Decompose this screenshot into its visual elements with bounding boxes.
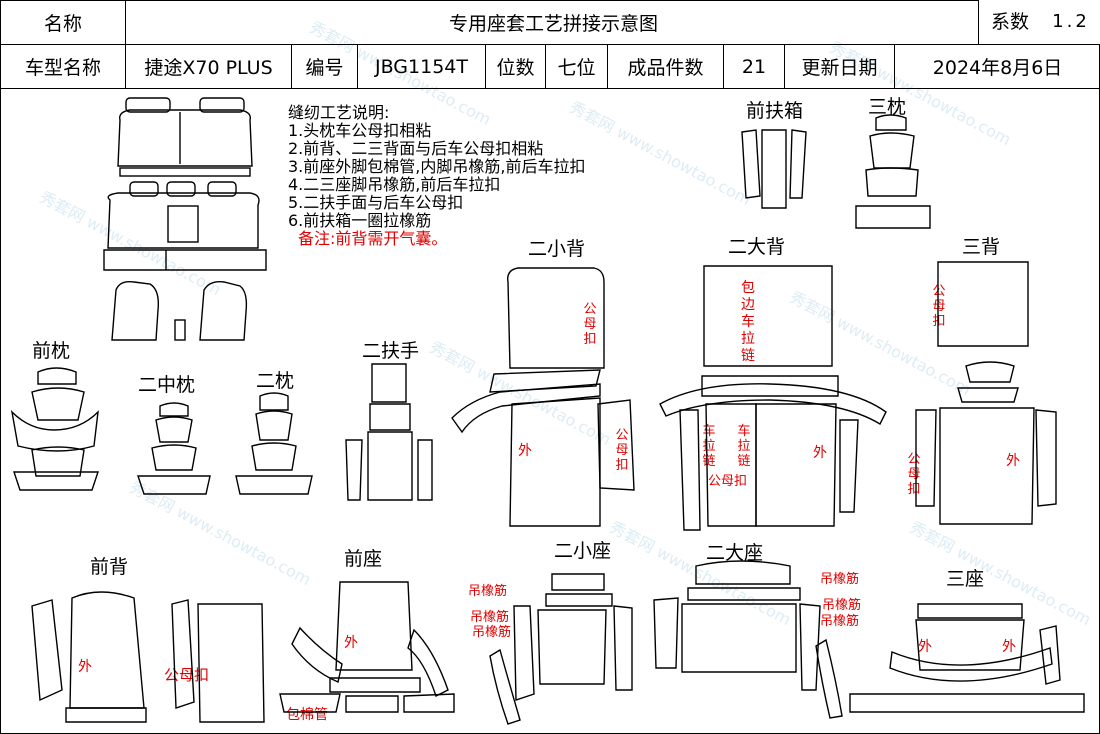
- note-elastic: 吊橡筋: [470, 610, 510, 625]
- label-third-seat: 三座: [946, 568, 985, 590]
- date-value: 2024年8月6日: [893, 44, 1100, 89]
- sewing-notes: 缝纫工艺说明: 1.头枕车公母扣相粘 2.前背、二三背面与后车公母扣相粘 3.前…: [288, 104, 585, 248]
- label-front-headrest: 前枕: [32, 340, 71, 362]
- label-second-big-seat: 二大座: [706, 542, 764, 564]
- notes-title: 缝纫工艺说明:: [288, 103, 390, 122]
- note-item: 1.头枕车公母扣相粘: [288, 121, 432, 140]
- pieces-value: 21: [723, 44, 785, 89]
- note-outer: 外: [813, 445, 827, 461]
- front-headrest-pieces: [10, 367, 99, 491]
- note-elastic: 吊橡筋: [820, 572, 860, 587]
- second-big-seat-pieces: [653, 560, 843, 719]
- note-item: 6.前扶箱一圈拉橡筋: [288, 211, 432, 230]
- note-elastic: 吊橡筋: [820, 614, 860, 629]
- seat-layout-overview: [103, 97, 267, 341]
- note-item: 4.二三座脚吊橡筋,前后车拉扣: [288, 175, 501, 194]
- model-label: 车型名称: [0, 44, 126, 89]
- notes-remark: 备注:前背需开气囊。: [298, 229, 448, 248]
- note-foam-tube: 包棉管: [286, 707, 328, 723]
- note-item: 2.前背、二三背面与后车公母扣相粘: [288, 139, 544, 158]
- doc-title: 专用座套工艺拼接示意图: [124, 0, 983, 45]
- note-edge-zipper: 包边车拉链: [741, 280, 755, 364]
- second-armrest-pieces: [345, 363, 433, 501]
- label-third-headrest: 三枕: [868, 96, 907, 118]
- second-mid-headrest-pieces: [137, 402, 211, 495]
- label-front-back: 前背: [90, 556, 129, 578]
- label-front-seat: 前座: [344, 548, 383, 570]
- date-label: 更新日期: [784, 44, 895, 89]
- label-second-armrest: 二扶手: [362, 340, 420, 362]
- note-outer: 外: [518, 443, 532, 459]
- note-snap: 公母扣: [907, 452, 921, 497]
- note-snap: 公母扣: [932, 284, 946, 329]
- note-zipper: 车拉链: [737, 424, 751, 469]
- note-snap: 公母扣: [615, 428, 629, 473]
- seats-label: 位数: [485, 44, 546, 89]
- third-headrest-pieces: [855, 114, 931, 229]
- note-snap: 公母扣: [583, 302, 597, 347]
- note-outer: 外: [1006, 453, 1020, 469]
- note-outer: 外: [344, 635, 358, 651]
- second-small-back-pieces: [451, 267, 635, 527]
- title-block: 名称 专用座套工艺拼接示意图 系数 车型名称 捷途X70 PLUS 编号 JBG…: [0, 0, 1100, 89]
- label-second-mid-headrest: 二中枕: [138, 374, 196, 396]
- label-second-big-back: 二大背: [728, 236, 786, 258]
- coef-value: 1.2: [1040, 0, 1100, 44]
- note-outer: 外: [1002, 639, 1016, 655]
- third-back-pieces: [915, 261, 1057, 525]
- pieces-label: 成品件数: [607, 44, 724, 89]
- note-item: 3.前座外脚包棉管,内脚吊橡筋,前后车拉扣: [288, 157, 586, 176]
- note-elastic: 吊橡筋: [472, 625, 512, 640]
- seats-value: 七位: [545, 44, 608, 89]
- front-seat-pieces: [279, 581, 455, 713]
- label-front-armbox: 前扶箱: [746, 100, 804, 122]
- second-headrest-pieces: [235, 392, 313, 495]
- code-label: 编号: [291, 44, 358, 89]
- note-elastic: 吊橡筋: [822, 598, 862, 613]
- second-small-seat-pieces: [489, 573, 633, 725]
- front-armbox-pieces: [741, 129, 807, 209]
- label-second-small-back: 二小背: [528, 238, 586, 260]
- model-value: 捷途X70 PLUS: [125, 44, 292, 89]
- label-second-small-seat: 二小座: [554, 540, 612, 562]
- note-outer: 外: [918, 639, 932, 655]
- note-outer: 外: [78, 659, 92, 675]
- note-elastic: 吊橡筋: [468, 584, 508, 599]
- second-big-back-pieces: [659, 265, 887, 531]
- label-second-headrest: 二枕: [256, 370, 295, 392]
- note-item: 5.二扶手面与后车公母扣: [288, 193, 464, 212]
- coef-label-cell: 系数: [978, 0, 1041, 44]
- label-third-back: 三背: [962, 236, 1001, 258]
- note-zipper: 车拉链: [702, 424, 716, 469]
- front-back-pieces: [31, 591, 265, 723]
- third-seat-pieces: [849, 603, 1085, 713]
- note-snap: 公母扣: [708, 474, 748, 489]
